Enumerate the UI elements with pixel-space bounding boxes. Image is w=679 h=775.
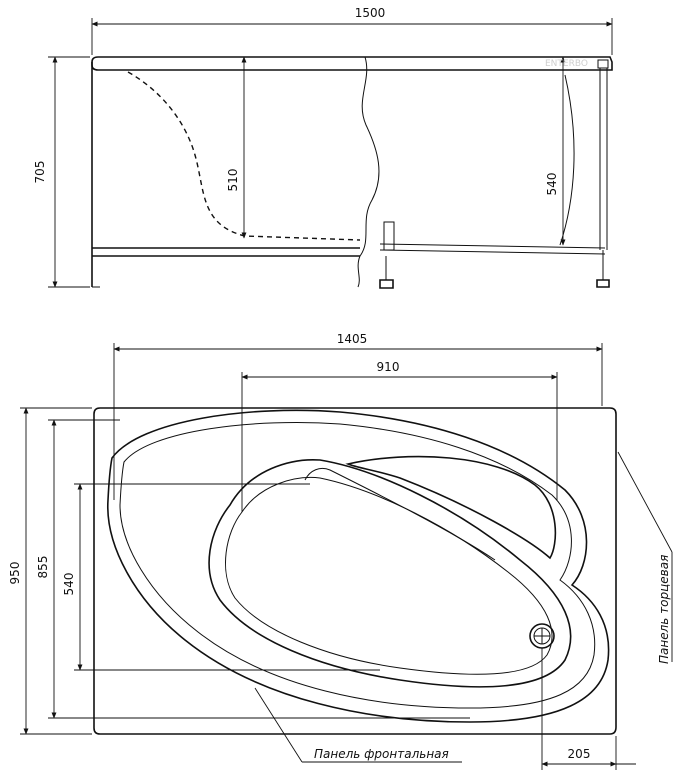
seat-area	[345, 455, 557, 560]
dim-depth-right: 540	[545, 173, 559, 196]
label-front-panel: Панель фронтальная	[314, 747, 449, 761]
side-view: 1500 705 510 540 ENTERBO	[33, 6, 613, 289]
dim-depth-left: 510	[226, 169, 240, 192]
top-view: 1405 910 950 855 540 205 Панель фронталь…	[8, 332, 673, 770]
inner-rim	[119, 422, 596, 709]
dim-top-height: 950	[8, 562, 22, 585]
side-view-outline	[91, 56, 613, 71]
label-end-panel: Панель торцевая	[657, 555, 671, 664]
dim-side-height: 705	[33, 161, 47, 184]
left-foot	[379, 279, 394, 289]
outer-rim	[107, 409, 610, 723]
dim-drain-offset: 205	[568, 747, 591, 761]
dim-side-width: 1500	[355, 6, 386, 20]
inner-profile-left	[127, 71, 361, 241]
dim-top-width: 1405	[337, 332, 368, 346]
inner-profile-right	[559, 74, 575, 246]
right-foot	[596, 279, 610, 288]
watermark: ENTERBO	[545, 59, 588, 69]
bowl-inner	[225, 476, 553, 675]
side-view-break-line	[357, 56, 380, 288]
bowl-outer	[208, 459, 572, 688]
drain-siphon	[383, 221, 395, 251]
top-view-outline	[93, 407, 617, 735]
dim-bowl-width: 910	[377, 360, 400, 374]
dim-top-inner-height: 855	[36, 556, 50, 579]
armrest-ridge	[304, 467, 496, 561]
dim-bowl-height: 540	[62, 573, 76, 596]
